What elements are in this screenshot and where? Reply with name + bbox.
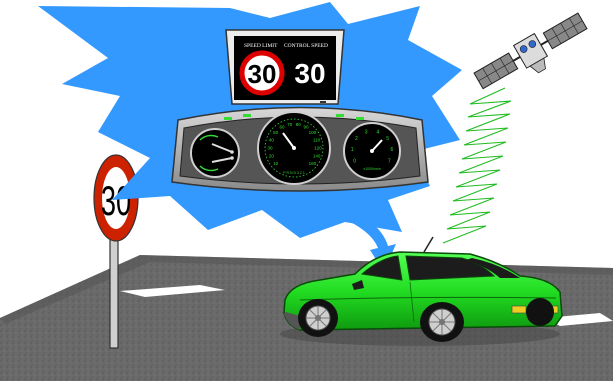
car: [280, 237, 562, 346]
tachometer-tick-label: 4: [377, 129, 380, 135]
speed-display-monitor: SPEED LIMIT CONTROL SPEED 30 30: [226, 30, 344, 104]
speedometer-tick-label: 160: [309, 161, 317, 166]
speedometer-tick-label: 80: [296, 122, 302, 127]
speedometer-tick-label: 40: [269, 137, 275, 142]
gear-indicator: P R N D 3 2 1: [283, 171, 305, 175]
speed-limit-label: SPEED LIMIT: [244, 43, 278, 49]
tachometer-unit: x1000r/min: [363, 167, 380, 171]
car-far-rear-wheel: [526, 298, 554, 326]
speedometer-tick-label: 100: [309, 130, 317, 135]
tachometer-tick-label: 5: [386, 136, 389, 142]
speedometer-tick-label: 50: [273, 130, 279, 135]
speedometer-tick-label: 120: [314, 146, 322, 151]
speedometer-tick-label: 10: [273, 161, 279, 166]
tachometer-tick-label: 0: [353, 159, 356, 165]
satellite: [472, 10, 594, 101]
speedometer-tick-label: 30: [267, 146, 273, 151]
car-rear-wheel: [420, 302, 464, 342]
speedometer-tick-label: 140: [313, 154, 321, 159]
tachometer-tick-label: 1: [351, 147, 354, 153]
tachometer-tick-label: 2: [355, 136, 358, 142]
fuel-temp-gauge: [191, 129, 239, 177]
speedometer-tick-label: 20: [269, 154, 275, 159]
speedometer-tick-label: 70: [287, 122, 293, 127]
tachometer-tick-label: 7: [388, 159, 391, 165]
sign-post: [110, 230, 118, 348]
tachometer-tick-label: 6: [391, 147, 394, 153]
display-speed-limit-value: 30: [248, 59, 277, 89]
control-speed-label: CONTROL SPEED: [284, 43, 328, 49]
tachometer-tick-label: 3: [365, 129, 368, 135]
radio-wave-signal: [443, 88, 511, 243]
speedometer-tick-label: 90: [303, 125, 309, 130]
speedometer-tick-label: 60: [279, 125, 285, 130]
speedometer-tick-label: 110: [313, 137, 321, 142]
display-control-speed-value: 30: [294, 58, 325, 89]
car-front-wheel: [298, 299, 338, 337]
